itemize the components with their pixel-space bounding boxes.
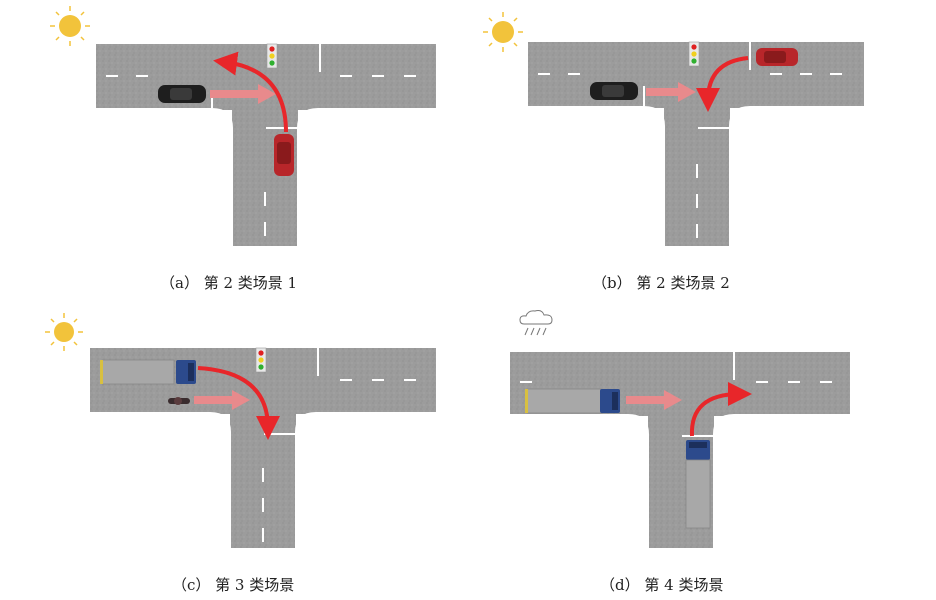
t-intersection-road	[528, 40, 864, 246]
traffic-light-icon	[266, 43, 278, 69]
black-car	[590, 82, 638, 100]
straight-arrow	[194, 390, 250, 410]
left-turn-arrow	[696, 56, 749, 112]
straight-arrow	[646, 82, 696, 102]
red-car	[274, 134, 294, 176]
traffic-light-icon	[688, 41, 700, 67]
caption-c: （c） 第 3 类场景	[172, 576, 295, 594]
caption-a: （a） 第 2 类场景 1	[160, 274, 298, 292]
scene-c	[45, 313, 436, 548]
left-turn-arrow	[213, 51, 288, 133]
caption-b: （b） 第 2 类场景 2	[592, 274, 730, 292]
truck	[100, 359, 196, 385]
t-intersection-road	[96, 42, 436, 246]
right-turn-arrow	[197, 366, 280, 440]
straight-arrow	[626, 390, 682, 410]
right-turn-arrow	[689, 382, 752, 437]
traffic-light-icon	[255, 347, 267, 373]
red-car	[756, 48, 798, 66]
t-intersection-road	[510, 350, 850, 548]
straight-arrow	[210, 84, 276, 104]
scene-b	[483, 12, 864, 246]
sun-icon	[45, 313, 83, 351]
sun-icon	[483, 12, 523, 52]
moon-rain-icon	[486, 308, 553, 340]
truck	[525, 388, 620, 414]
scene-d	[486, 308, 850, 548]
sun-icon	[50, 6, 90, 46]
scene-a	[50, 6, 436, 246]
motorcycle	[168, 397, 190, 405]
black-car	[158, 85, 206, 103]
caption-d: （d） 第 4 类场景	[600, 576, 724, 594]
truck-2	[685, 440, 711, 529]
